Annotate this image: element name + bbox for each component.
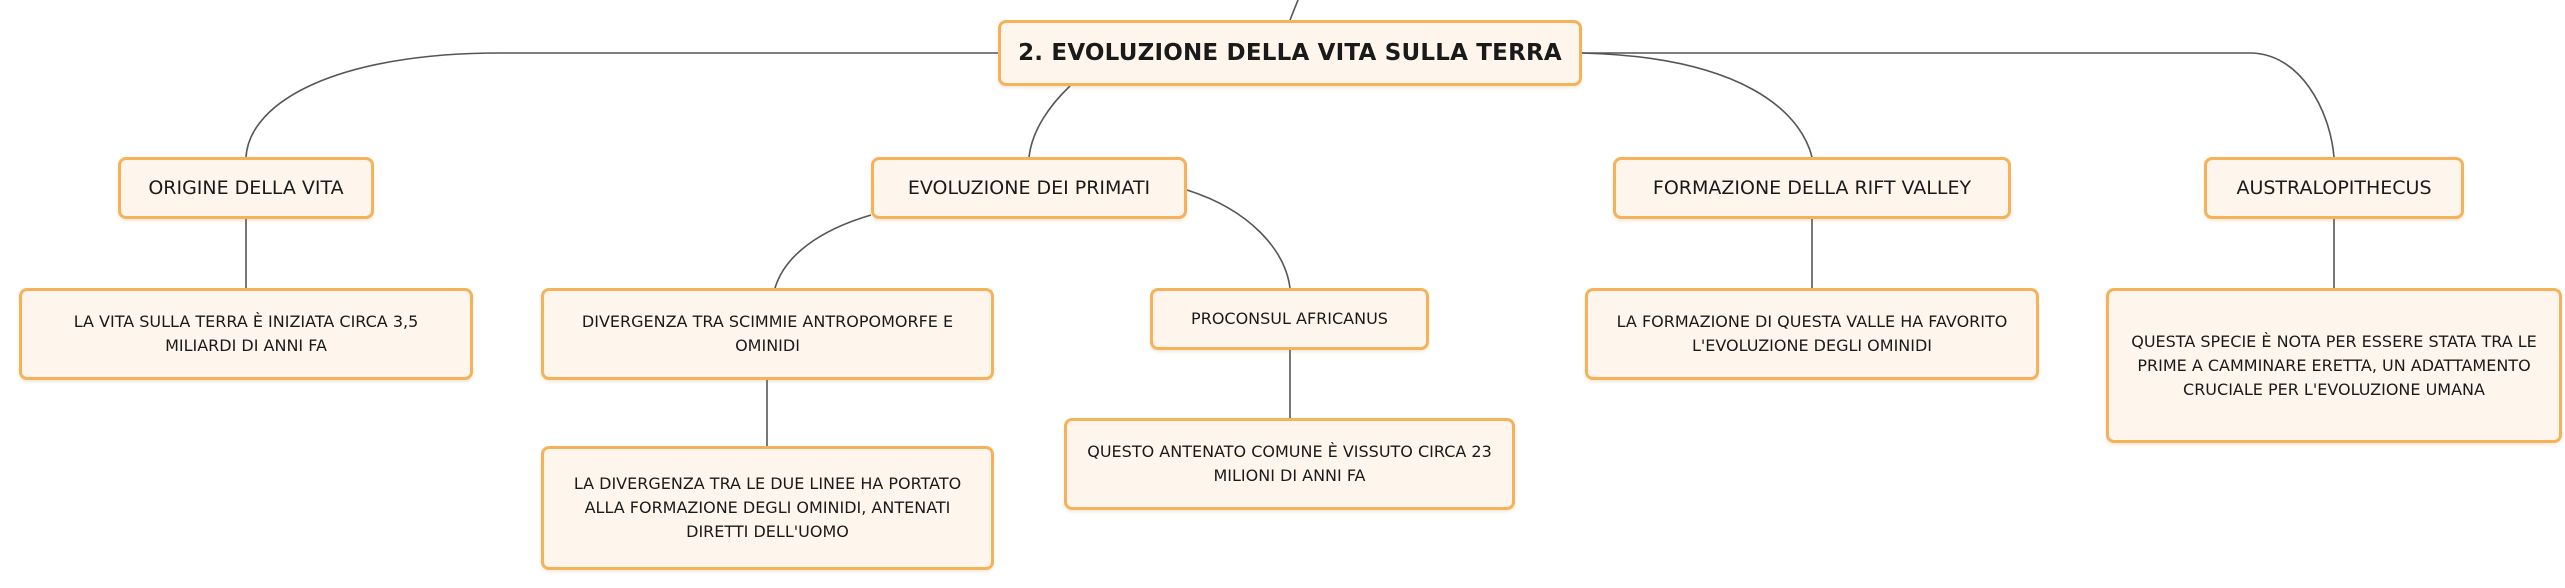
subtopic-label: PROCONSUL AFRICANUS [1191,309,1388,328]
connector-root-primati [1028,85,1071,158]
topic-label: FORMAZIONE DELLA RIFT VALLEY [1652,176,1972,199]
detail-label: QUESTO ANTENATO COMUNE È VISSUTO CIRCA 2… [1087,442,1492,485]
detail-label: LA DIVERGENZA TRA LE DUE LINEE HA PORTAT… [573,474,962,541]
topic-label: EVOLUZIONE DEI PRIMATI [907,176,1151,199]
topic-formazione-rift-valley[interactable]: FORMAZIONE DELLA RIFT VALLEY [1613,157,2011,219]
topic-origine-della-vita[interactable]: ORIGINE DELLA VITA [118,157,374,219]
root-topic-label: 2. EVOLUZIONE DELLA VITA SULLA TERRA [1018,39,1562,66]
subtopic-label: LA FORMAZIONE DI QUESTA VALLE HA FAVORIT… [1616,312,2008,355]
connector-root-rift [1581,52,1813,158]
subtopic-rift-valley-detail[interactable]: LA FORMAZIONE DI QUESTA VALLE HA FAVORIT… [1585,288,2039,380]
connector-root-australo [1582,52,2335,158]
detail-proconsul[interactable]: QUESTO ANTENATO COMUNE È VISSUTO CIRCA 2… [1064,418,1515,510]
subtopic-divergenza[interactable]: DIVERGENZA TRA SCIMMIE ANTROPOMORFE E OM… [541,288,994,380]
connector-primati-divergenza [774,214,872,289]
subtopic-proconsul-africanus[interactable]: PROCONSUL AFRICANUS [1150,288,1429,350]
subtopic-origine-vita-detail[interactable]: LA VITA SULLA TERRA È INIZIATA CIRCA 3,5… [19,288,473,380]
connector-root-origine [245,52,998,158]
connector-root-up [1289,0,1299,21]
topic-label: ORIGINE DELLA VITA [148,176,344,199]
root-topic[interactable]: 2. EVOLUZIONE DELLA VITA SULLA TERRA [998,20,1582,86]
subtopic-label: QUESTA SPECIE È NOTA PER ESSERE STATA TR… [2131,331,2537,399]
subtopic-australopithecus-detail[interactable]: QUESTA SPECIE È NOTA PER ESSERE STATA TR… [2106,288,2562,443]
detail-divergenza[interactable]: LA DIVERGENZA TRA LE DUE LINEE HA PORTAT… [541,446,994,570]
topic-evoluzione-dei-primati[interactable]: EVOLUZIONE DEI PRIMATI [871,157,1187,219]
subtopic-label: DIVERGENZA TRA SCIMMIE ANTROPOMORFE E OM… [581,312,954,355]
topic-australopithecus[interactable]: AUSTRALOPITHECUS [2204,157,2464,219]
connector-primati-proconsul [1186,189,1291,289]
subtopic-label: LA VITA SULLA TERRA È INIZIATA CIRCA 3,5… [73,312,419,355]
topic-label: AUSTRALOPITHECUS [2236,176,2432,199]
